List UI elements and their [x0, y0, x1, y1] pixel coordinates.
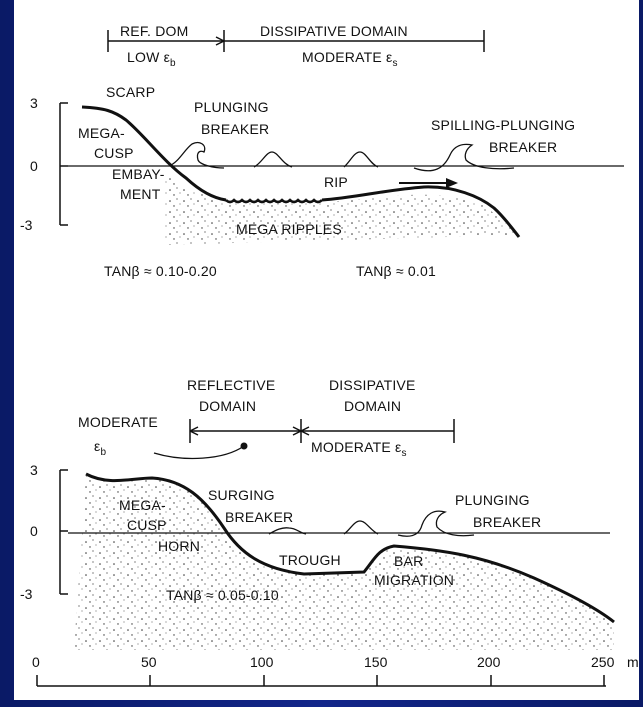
top-spilling-plunging-label-1: SPILLING-PLUNGING [431, 117, 575, 133]
bottom-plunging-breaker-wave [397, 510, 475, 537]
bottom-dissipative-label-1: DISSIPATIVE [329, 377, 415, 393]
top-rip-label: RIP [324, 174, 348, 190]
bottom-reflective-label-2: DOMAIN [199, 398, 256, 414]
bottom-trough-label: TROUGH [279, 552, 341, 568]
bottom-domain-brackets [189, 419, 455, 443]
bottom-panel: REFLECTIVE DOMAIN DISSIPATIVE DOMAIN MOD… [20, 377, 615, 650]
diagram-frame: REF. DOM LOW εb DISSIPATIVE DOMAIN MODER… [14, 0, 639, 700]
bottom-eps-b-label: εb [94, 438, 106, 458]
x-axis-unit: m [627, 654, 639, 670]
bottom-plunging-label-1: PLUNGING [455, 492, 530, 508]
x-axis: 0 50 100 150 200 250 m [32, 654, 639, 687]
top-tan-left-label: TANβ ≈ 0.10-0.20 [104, 263, 217, 279]
bottom-eps-b-pointer [153, 445, 245, 460]
bottom-surging-label-1: SURGING [208, 487, 275, 503]
bottom-y-tick-3: 3 [30, 462, 38, 478]
top-y-axis [59, 102, 68, 226]
top-spilling-plunging-breaker-wave [413, 143, 515, 172]
top-rip-arrow [399, 178, 458, 188]
top-tan-right-label: TANβ ≈ 0.01 [356, 263, 436, 279]
top-y-tick-3: 3 [30, 95, 38, 111]
top-ref-dom-label: REF. DOM [120, 23, 189, 39]
bottom-y-axis [59, 469, 68, 595]
top-mega-ripples [225, 198, 323, 204]
top-dissipative-domain-label: DISSIPATIVE DOMAIN [260, 23, 408, 39]
x-tick-250: 250 [591, 654, 615, 670]
x-tick-100: 100 [250, 654, 274, 670]
bottom-swell [343, 520, 379, 535]
top-low-eps-label: LOW εb [127, 49, 176, 69]
top-swell-2 [343, 151, 379, 168]
top-y-tick-neg3: -3 [20, 217, 33, 233]
bottom-surging-breaker-wave [268, 527, 307, 535]
top-swell-1 [253, 151, 293, 168]
x-tick-50: 50 [141, 654, 157, 670]
top-plunging-breaker-label-1: PLUNGING [194, 99, 269, 115]
x-tick-200: 200 [477, 654, 501, 670]
top-moderate-eps-label: MODERATE εs [302, 49, 398, 69]
top-spilling-plunging-label-2: BREAKER [489, 139, 557, 155]
top-domain-brackets [107, 30, 485, 52]
x-tick-0: 0 [32, 654, 40, 670]
bottom-plunging-label-2: BREAKER [473, 514, 541, 530]
top-megacusp-label-1: MEGA- [78, 125, 125, 141]
x-axis-line [36, 675, 606, 687]
bottom-bar-label: BAR [394, 553, 423, 569]
top-megacusp-label-2: CUSP [94, 145, 134, 161]
bottom-moderate-right-label: MODERATE εs [311, 439, 407, 459]
top-embayment-label-1: EMBAY- [112, 166, 165, 182]
bottom-beach-profile [85, 472, 615, 624]
bottom-horn-label: HORN [158, 538, 200, 554]
top-y-tick-0: 0 [30, 158, 38, 174]
x-tick-150: 150 [364, 654, 388, 670]
bottom-y-tick-0: 0 [30, 523, 38, 539]
top-plunging-breaker-wave [168, 141, 225, 169]
bottom-reflective-label-1: REFLECTIVE [187, 377, 275, 393]
bottom-surging-label-2: BREAKER [225, 509, 293, 525]
top-beach-profile [81, 105, 227, 202]
top-offshore-profile [321, 185, 521, 238]
top-plunging-breaker-label-2: BREAKER [201, 121, 269, 137]
top-panel: REF. DOM LOW εb DISSIPATIVE DOMAIN MODER… [20, 23, 624, 279]
top-scarp-label: SCARP [106, 84, 155, 100]
bottom-moderate-left-label: MODERATE [78, 414, 158, 430]
bottom-megacusp-label-2: CUSP [127, 517, 167, 533]
bottom-eps-b-pointer-dot [240, 442, 248, 450]
bottom-y-tick-neg3: -3 [20, 586, 33, 602]
bottom-migration-label: MIGRATION [374, 572, 454, 588]
bottom-tan-label: TANβ ≈ 0.05-0.10 [166, 587, 279, 603]
top-mega-ripples-label: MEGA RIPPLES [236, 221, 342, 237]
bottom-megacusp-label-1: MEGA- [119, 497, 166, 513]
bottom-dissipative-label-2: DOMAIN [344, 398, 401, 414]
top-embayment-label-2: MENT [120, 186, 161, 202]
beach-profile-diagram: REF. DOM LOW εb DISSIPATIVE DOMAIN MODER… [20, 23, 639, 687]
top-sediment-fill [164, 170, 519, 245]
bottom-sediment-fill [74, 476, 614, 650]
